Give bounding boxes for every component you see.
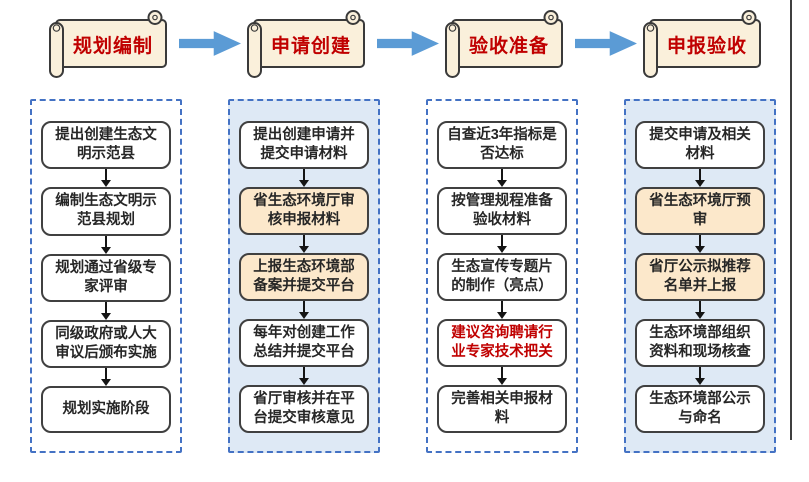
down-arrow-icon: [239, 169, 369, 187]
step-box: 建议咨询聘请行 业专家技术把关: [437, 318, 567, 368]
step-label: 规划实施阶段: [62, 400, 150, 417]
down-arrow-line: [699, 169, 701, 181]
stage-container: 提交申请及相关 材料 省生态环境厅预 审 省厅公示拟推荐 名单并上报 生态环境部…: [624, 99, 776, 453]
step-label: 省生态环境厅审 核申报材料: [253, 192, 355, 229]
down-arrow-icon: [635, 169, 765, 187]
step-box: 省生态环境厅预 审: [635, 186, 765, 236]
step-label: 生态环境部组织 资料和现场核查: [649, 324, 751, 360]
down-arrow-icon: [437, 235, 567, 253]
scroll-shape-icon: [49, 10, 167, 78]
step-box: 生态环境部组织 资料和现场核查: [635, 318, 765, 368]
stage-container: 自查近3年指标是 否达标 按管理规程准备 验收材料 生态宣传专题片 的制作（亮点…: [426, 99, 578, 453]
down-arrow-line: [105, 235, 107, 248]
down-arrow-line: [303, 367, 305, 379]
down-arrow-icon: [635, 235, 765, 253]
scroll-banner: 规划编制: [44, 8, 168, 80]
stage-header: 申报验收: [624, 8, 776, 80]
step-label: 规划通过省级专 家评审: [55, 259, 157, 295]
stage-title: 规划编制: [72, 36, 153, 57]
step-box: 省生态环境厅审 核申报材料: [239, 186, 369, 236]
step-label: 按管理规程准备 验收材料: [451, 192, 553, 229]
down-arrow-icon: [437, 367, 567, 385]
down-arrow-line: [303, 301, 305, 313]
scroll-shape-icon: [445, 10, 563, 78]
step-label: 完善相关申报材 料: [451, 390, 553, 426]
stage-header: 验收准备: [426, 8, 637, 80]
step-box: 规划实施阶段: [41, 386, 171, 433]
down-arrow-icon: [239, 235, 369, 253]
down-arrow-icon: [41, 368, 171, 386]
stage-title: 申请创建: [270, 36, 351, 57]
page-border-line: [790, 0, 792, 440]
step-box: 规划通过省级专 家评审: [41, 253, 171, 302]
step-label: 生态宣传专题片 的制作（亮点）: [451, 258, 553, 294]
stage-title: 申报验收: [666, 36, 747, 57]
down-arrow-line: [699, 367, 701, 379]
step-label: 同级政府或人大 审议后颁布实施: [55, 325, 157, 361]
down-arrow-icon: [41, 301, 171, 320]
step-box: 提出创建申请并 提交申请材料: [239, 121, 369, 170]
step-box: 生态环境部公示 与命名: [635, 384, 765, 433]
stage-header: 申请创建: [228, 8, 439, 80]
step-label: 省厅审核并在平 台提交审核意见: [253, 390, 355, 426]
step-box: 提交申请及相关 材料: [635, 121, 765, 170]
down-arrow-icon: [239, 301, 369, 319]
step-label: 上报生态环境部 备案并提交平台: [253, 258, 355, 294]
down-arrow-icon: [635, 367, 765, 385]
down-arrow-line: [105, 169, 107, 182]
down-arrow-line: [303, 235, 305, 247]
down-arrow-line: [501, 301, 503, 313]
step-box: 完善相关申报材 料: [437, 384, 567, 433]
down-arrow-line: [501, 367, 503, 379]
stage-header: 规划编制: [30, 8, 241, 80]
down-arrow-icon: [437, 169, 567, 187]
down-arrow-line: [699, 235, 701, 247]
step-label: 提出创建申请并 提交申请材料: [253, 127, 355, 163]
down-arrow-icon: [635, 301, 765, 319]
stage-header-row: 规划编制 申请创建: [30, 8, 776, 80]
step-label: 编制生态文明示 范县规划: [55, 193, 157, 229]
stage-title: 验收准备: [468, 36, 549, 57]
stage-container: 提出创建生态文 明示范县 编制生态文明示 范县规划 规划通过省级专 家评审 同级…: [30, 99, 182, 453]
step-box: 同级政府或人大 审议后颁布实施: [41, 319, 171, 368]
scroll-banner: 验收准备: [440, 8, 564, 80]
stage-container: 提出创建申请并 提交申请材料 省生态环境厅审 核申报材料 上报生态环境部 备案并…: [228, 99, 380, 453]
step-box: 省厅公示拟推荐 名单并上报: [635, 252, 765, 302]
step-box: 提出创建生态文 明示范县: [41, 121, 171, 170]
scroll-shape-icon: [247, 10, 365, 78]
down-arrow-line: [303, 169, 305, 181]
down-arrow-line: [105, 368, 107, 380]
stage-column-row: 提出创建生态文 明示范县 编制生态文明示 范县规划 规划通过省级专 家评审 同级…: [30, 99, 776, 453]
step-label: 省厅公示拟推荐 名单并上报: [649, 258, 751, 294]
step-box: 上报生态环境部 备案并提交平台: [239, 252, 369, 302]
down-arrow-line: [105, 301, 107, 314]
down-arrow-icon: [437, 301, 567, 319]
step-label: 提交申请及相关 材料: [649, 127, 751, 163]
down-arrow-line: [501, 235, 503, 247]
step-label: 省生态环境厅预 审: [649, 192, 751, 229]
step-box: 生态宣传专题片 的制作（亮点）: [437, 252, 567, 302]
step-label: 生态环境部公示 与命名: [649, 390, 751, 426]
step-box: 按管理规程准备 验收材料: [437, 186, 567, 236]
step-label: 每年对创建工作 总结并提交平台: [253, 324, 355, 360]
step-box: 每年对创建工作 总结并提交平台: [239, 318, 369, 368]
step-label: 建议咨询聘请行 业专家技术把关: [451, 324, 553, 360]
down-arrow-icon: [41, 169, 171, 187]
down-arrow-icon: [239, 367, 369, 385]
down-arrow-line: [699, 301, 701, 313]
scroll-shape-icon: [643, 10, 761, 78]
down-arrow-line: [501, 169, 503, 181]
step-box: 编制生态文明示 范县规划: [41, 187, 171, 236]
step-label: 提出创建生态文 明示范县: [55, 127, 157, 163]
scroll-banner: 申报验收: [638, 8, 762, 80]
scroll-banner: 申请创建: [242, 8, 366, 80]
step-box: 自查近3年指标是 否达标: [437, 121, 567, 170]
down-arrow-icon: [41, 235, 171, 254]
step-label: 自查近3年指标是 否达标: [447, 127, 557, 163]
step-box: 省厅审核并在平 台提交审核意见: [239, 384, 369, 433]
